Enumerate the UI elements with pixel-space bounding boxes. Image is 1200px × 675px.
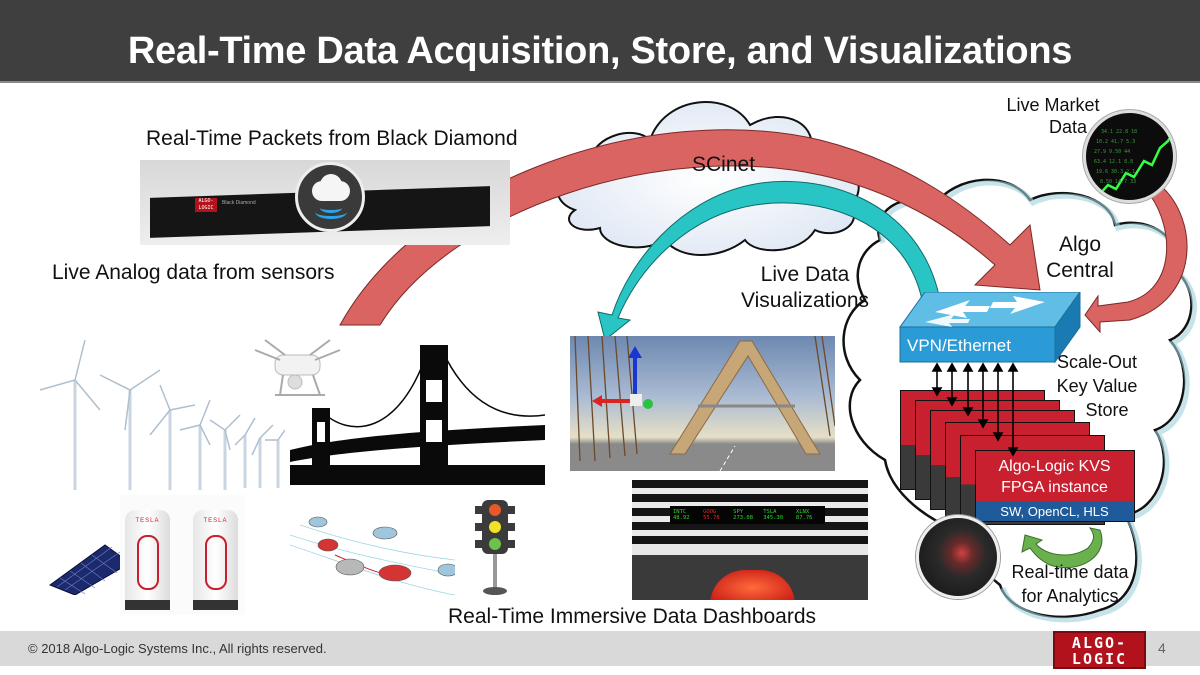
scale-out-line1: Scale-Out [1056,352,1138,372]
market-chart-line: 34.1 22.8 18 10.2 41.7 5.3 27.9 9.50 44 63.… [1094,129,1173,199]
scale-out-line2: Key Value [1056,376,1138,396]
kvs-sub-label: SW, OpenCL, HLS [1000,504,1109,519]
algo-logic-logo: ALGO- LOGIC [1053,631,1146,669]
device-brand-logo: ALGO-LOGIC [195,198,217,212]
vpn-label: VPN/Ethernet [907,336,1011,355]
scale-out-line3: Store [1085,400,1129,420]
svg-text:63.4 12.1 8.8: 63.4 12.1 8.8 [1094,159,1133,165]
ticker-item: GOOG 55.78 [703,509,720,521]
algo-central-label: Algo Central [1035,232,1125,284]
kvs-title: Algo-Logic KVS FPGA instance [976,456,1133,498]
svg-text:34.1 22.8 18: 34.1 22.8 18 [1101,129,1137,135]
realtime-analytics-label: Real-time data for Analytics [1005,560,1135,608]
tesla-chargers-image: TESLA TESLA [120,495,245,615]
scale-out-label: Scale-Out Key Value Store [1052,350,1142,422]
realtime-line2: for Analytics [1021,586,1119,606]
svg-text:10.2 41.7 5.3: 10.2 41.7 5.3 [1096,139,1135,145]
title-bar: Real-Time Data Acquisition, Store, and V… [0,0,1200,83]
wind-turbines-image [30,330,285,495]
svg-text:8.50 14.7 33: 8.50 14.7 33 [1100,179,1136,185]
kvs-line2: FPGA instance [1001,479,1108,496]
live-market-line2: Data [1048,117,1088,137]
algo-central-line2: Central [1046,259,1114,282]
ticker-item: SPY 273.08 [733,509,754,521]
autonomous-cars-image [290,505,455,600]
charger-1-brand: TESLA [135,518,160,524]
device-model: Black Diamond [222,200,256,206]
traffic-light-image [470,498,520,596]
ticker-item: XLNX 87.76 [795,509,813,521]
copyright: © 2018 Algo-Logic Systems Inc., All righ… [28,641,327,656]
packets-label: Real-Time Packets from Black Diamond [146,127,518,150]
charger-2: TESLA [193,510,238,610]
logo-line2: LOGIC [1071,650,1128,668]
golden-gate-bridge-image [290,340,545,485]
vpn-switch: VPN/Ethernet [895,292,1085,364]
realtime-line1: Real-time data [1011,562,1129,582]
kvs-stack: Algo-Logic KVS FPGA instance SW, OpenCL,… [900,390,1140,530]
page-number: 4 [1158,640,1166,656]
red-arrow-main [339,129,1041,326]
scinet-label: SCinet [692,153,756,176]
black-diamond-image: ALGO-LOGIC Black Diamond [140,160,510,245]
market-data-image: 34.1 22.8 18 10.2 41.7 5.3 27.9 9.50 44 63.… [1083,110,1176,203]
live-viz-line1: Live Data [760,263,850,286]
drone-image [235,330,360,410]
red-arrow-market [1084,184,1188,334]
dashboards-label: Real-Time Immersive Data Dashboards [448,605,817,628]
live-market-line1: Live Market [1006,95,1100,115]
ticker-item: TSLA 345.30 [763,509,784,521]
green-loop-arrow [1021,527,1103,569]
live-market-label: Live Market Data [998,94,1108,138]
logo-line1: ALGO- [1071,634,1128,652]
bridge-visualization-image [570,336,835,471]
ticker-item: INTC 48.92 [673,509,690,521]
svg-text:27.9 9.50 44: 27.9 9.50 44 [1094,149,1130,155]
charger-1: TESLA [125,510,170,610]
algo-central-line1: Algo [1058,233,1102,256]
slide-title: Real-Time Data Acquisition, Store, and V… [127,30,1073,72]
charger-2-brand: TESLA [203,518,228,524]
svg-text:19.6 30.3 2.1: 19.6 30.3 2.1 [1096,169,1135,175]
analog-label: Live Analog data from sensors [52,261,335,284]
cloud-wireless-icon [295,162,365,232]
kvs-line1: Algo-Logic KVS [998,458,1111,475]
live-viz-label: Live Data Visualizations [720,262,890,314]
kvs-card-front: Algo-Logic KVS FPGA instance SW, OpenCL,… [975,450,1135,522]
teal-arrow [597,180,941,341]
footer: © 2018 Algo-Logic Systems Inc., All righ… [0,631,1200,666]
fpga-chip-image [916,515,1000,599]
live-viz-line2: Visualizations [740,289,870,312]
stock-ticker: INTC 48.92 GOOG 55.78 SPY 273.08 TSLA 34… [670,506,825,524]
dashboard-image: INTC 48.92 GOOG 55.78 SPY 273.08 TSLA 34… [632,480,868,600]
